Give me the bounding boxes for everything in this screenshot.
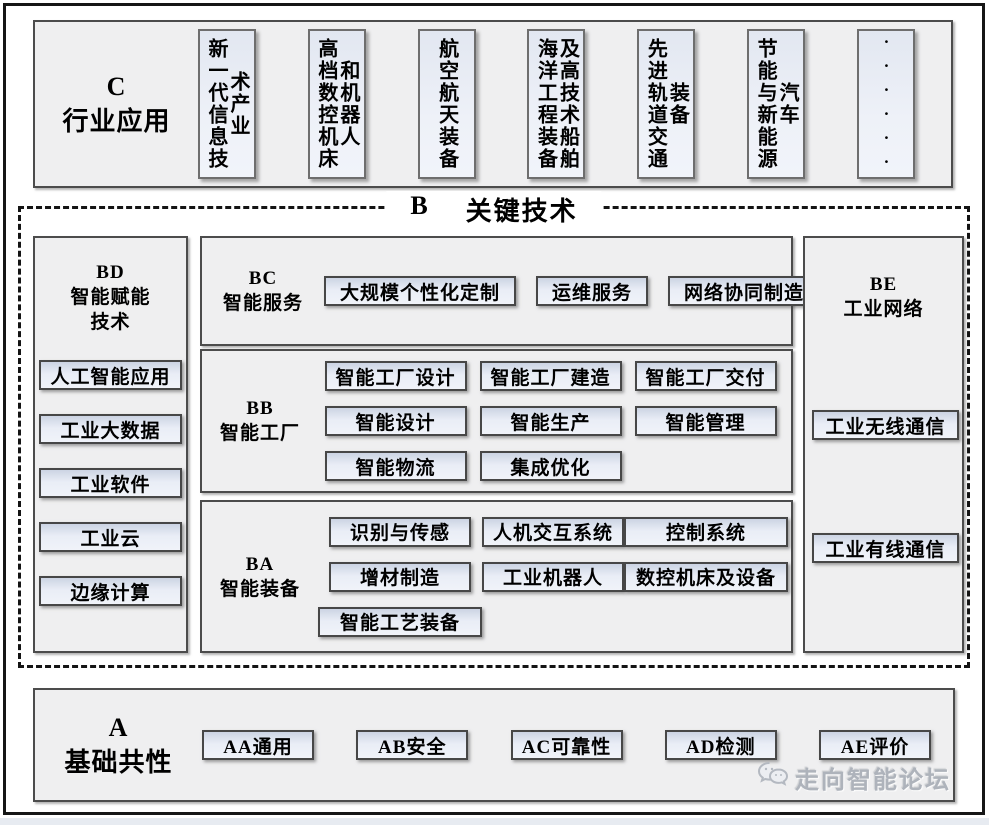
industry-item-box: 先进轨道交通 装备 [637,29,696,179]
tech-button: 集成优化 [479,451,622,481]
vertical-label: 航空航天装备 [435,38,458,170]
section-a-panel: A 基础共性 AA通用 AB安全 AC可靠性 AD检测 AE评价 [33,688,955,802]
vertical-label: 术产业 [227,71,249,137]
panel-bb-code: BB [246,398,274,419]
panel-ba-title: BA 智能装备 [202,552,318,602]
watermark: 走向智能论坛 [757,760,951,795]
vertical-label: 海洋工程装备 [534,38,557,170]
tech-button: 智能设计 [324,406,467,436]
industry-item-box: 航空航天装备 [417,29,476,179]
tech-button: 工业机器人 [482,561,624,592]
section-a-name: 基础共性 [64,748,173,777]
industry-item-box: 新一代信息技 术产业 [198,29,256,179]
tech-button: 控制系统 [624,516,788,547]
wechat-icon [757,760,789,795]
tech-button: 识别与传感 [329,516,471,547]
tech-button: 数控机床及设备 [624,561,788,592]
section-b-name: 关键技术 [465,197,578,226]
panel-bb-title: BB 智能工厂 [202,396,318,446]
industry-item-box: 海洋工程装备 及高技术船舶 [527,29,586,179]
tech-button: 智能工厂建造 [479,361,622,391]
ellipsis-dots: ······ [876,32,896,176]
industry-items: 新一代信息技 术产业 高档数控机床 和机器人 航空航天装备 海洋工程装备 及高技… [198,22,915,186]
panel-bc-title: BC 智能服务 [202,266,324,316]
panel-bd-name: 智能赋能技术 [70,287,151,333]
industry-item-ellipsis-box: ······ [856,29,915,179]
panel-be: BE 工业网络 工业无线通信 工业有线通信 [803,236,964,653]
vertical-label: 先进轨道交通 [644,38,667,170]
industry-item-box: 节能与新能源 汽车 [747,29,806,179]
panel-be-code: BE [869,274,898,295]
section-a-title: A 基础共性 [35,710,202,780]
panel-bc: BC 智能服务 大规模个性化定制 运维服务 网络协同制造 [200,236,821,346]
vertical-label: 及高技术船舶 [556,38,579,170]
panel-bc-code: BC [248,268,278,289]
ba-items: 识别与传感 人机交互系统 控制系统 增材制造 工业机器人 数控机床及设备 智能工… [318,509,788,644]
panel-bb: BB 智能工厂 智能工厂设计 智能工厂建造 智能工厂交付 智能设计 智能生产 智… [200,349,793,493]
vertical-label: 装备 [666,82,689,126]
section-b-code: B [410,191,430,220]
vertical-label: 新一代信息技 [205,38,227,170]
section-c-code: C [106,71,127,101]
panel-ba: BA 智能装备 识别与传感 人机交互系统 控制系统 增材制造 工业机器人 数控机… [200,500,793,653]
tech-button: 网络协同制造 [668,276,821,306]
bc-items: 大规模个性化定制 运维服务 网络协同制造 [324,276,821,306]
tech-button: AB安全 [356,730,469,760]
vertical-label: 汽车 [776,82,799,126]
panel-be-title: BE 工业网络 [805,272,962,322]
bottom-strip [0,818,989,825]
tech-button: 工业有线通信 [812,533,959,563]
tech-button: 智能生产 [479,406,622,436]
tech-button: 智能管理 [634,406,777,436]
section-b-title: B 关键技术 [386,191,602,228]
panel-bb-name: 智能工厂 [219,423,300,444]
bb-items: 智能工厂设计 智能工厂建造 智能工厂交付 智能设计 智能生产 智能管理 智能物流… [318,354,783,489]
tech-button: 智能工厂设计 [324,361,467,391]
bd-items: 人工智能应用 工业大数据 工业软件 工业云 边缘计算 [35,360,186,606]
section-c-panel: C 行业应用 新一代信息技 术产业 高档数控机床 和机器人 航空航天装备 海洋工… [33,20,953,188]
tech-button: AC可靠性 [510,730,623,760]
tech-button: 智能工艺装备 [318,606,482,637]
panel-ba-name: 智能装备 [219,578,300,600]
tech-button: 智能工厂交付 [634,361,777,391]
tech-button: 边缘计算 [39,576,182,606]
panel-be-name: 工业网络 [843,299,924,320]
tech-button: 工业大数据 [39,414,182,444]
tech-button: AD检测 [664,730,777,760]
tech-button: 增材制造 [329,561,471,592]
panel-bd: BD 智能赋能技术 人工智能应用 工业大数据 工业软件 工业云 边缘计算 [33,236,188,653]
tech-button: AE评价 [819,730,931,760]
tech-button: 工业云 [39,522,182,552]
section-b-frame: B 关键技术 BD 智能赋能技术 人工智能应用 工业大数据 工业软件 工业云 边… [18,191,970,668]
panel-bc-name: 智能服务 [222,293,303,314]
tech-button: 运维服务 [536,276,649,306]
panel-bd-code: BD [96,262,125,283]
tech-button: 人机交互系统 [482,516,624,547]
tech-button: 智能物流 [324,451,467,481]
panel-bd-title: BD 智能赋能技术 [35,260,186,335]
tech-button: 大规模个性化定制 [324,276,517,306]
tech-button: AA通用 [202,730,314,760]
industry-item-box: 高档数控机床 和机器人 [307,29,366,179]
tech-button: 工业无线通信 [812,410,959,440]
section-a-code: A [108,712,129,742]
tech-button: 人工智能应用 [39,360,182,390]
section-c-title: C 行业应用 [35,69,198,139]
panel-ba-code: BA [245,553,275,575]
vertical-label: 高档数控机床 [314,38,337,170]
watermark-text: 走向智能论坛 [795,768,951,794]
vertical-label: 和机器人 [336,60,359,148]
a-items: AA通用 AB安全 AC可靠性 AD检测 AE评价 [202,730,931,760]
section-c-name: 行业应用 [62,107,171,136]
tech-button: 工业软件 [39,468,182,498]
vertical-label: 节能与新能源 [754,38,777,170]
